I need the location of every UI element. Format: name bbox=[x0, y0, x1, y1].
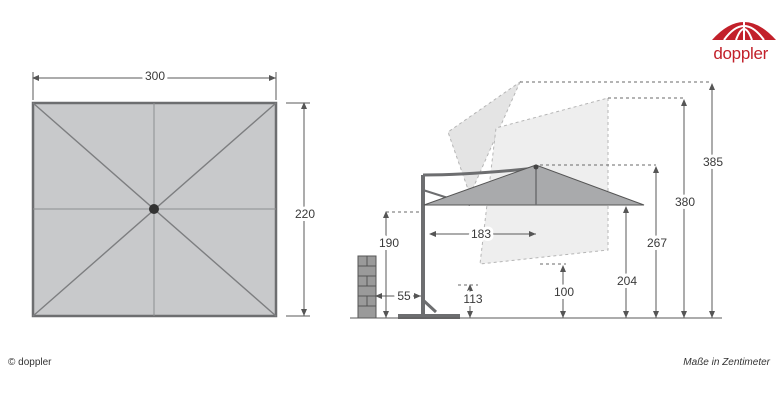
top-view: 300 220 bbox=[31, 66, 318, 318]
reach-label: 183 bbox=[471, 227, 491, 241]
arm-height-label: 190 bbox=[379, 236, 399, 250]
copyright-text: © doppler bbox=[8, 357, 52, 368]
height-max-label: 385 bbox=[703, 155, 723, 169]
umbrella-base bbox=[398, 314, 460, 319]
lowest-tilt-label: 100 bbox=[554, 285, 574, 299]
brand-umbrella-icon bbox=[712, 10, 776, 41]
units-note: Maße in Zentimeter bbox=[683, 357, 770, 368]
depth-label: 220 bbox=[295, 207, 315, 221]
width-label: 300 bbox=[145, 69, 165, 83]
side-view: 385 380 267 204 190 183 100 113 55 bbox=[350, 80, 726, 319]
base-height-label: 113 bbox=[463, 292, 482, 306]
canopy-lowest-label: 204 bbox=[617, 274, 637, 288]
canopy-edge-label: 267 bbox=[647, 236, 667, 250]
top-view-hub bbox=[149, 204, 159, 214]
brick-wall bbox=[357, 255, 377, 319]
side-view-canopy bbox=[423, 164, 645, 206]
brand-wordmark: doppler bbox=[713, 44, 768, 63]
height-tilted-label: 380 bbox=[675, 195, 695, 209]
offset-label: 55 bbox=[397, 289, 411, 303]
